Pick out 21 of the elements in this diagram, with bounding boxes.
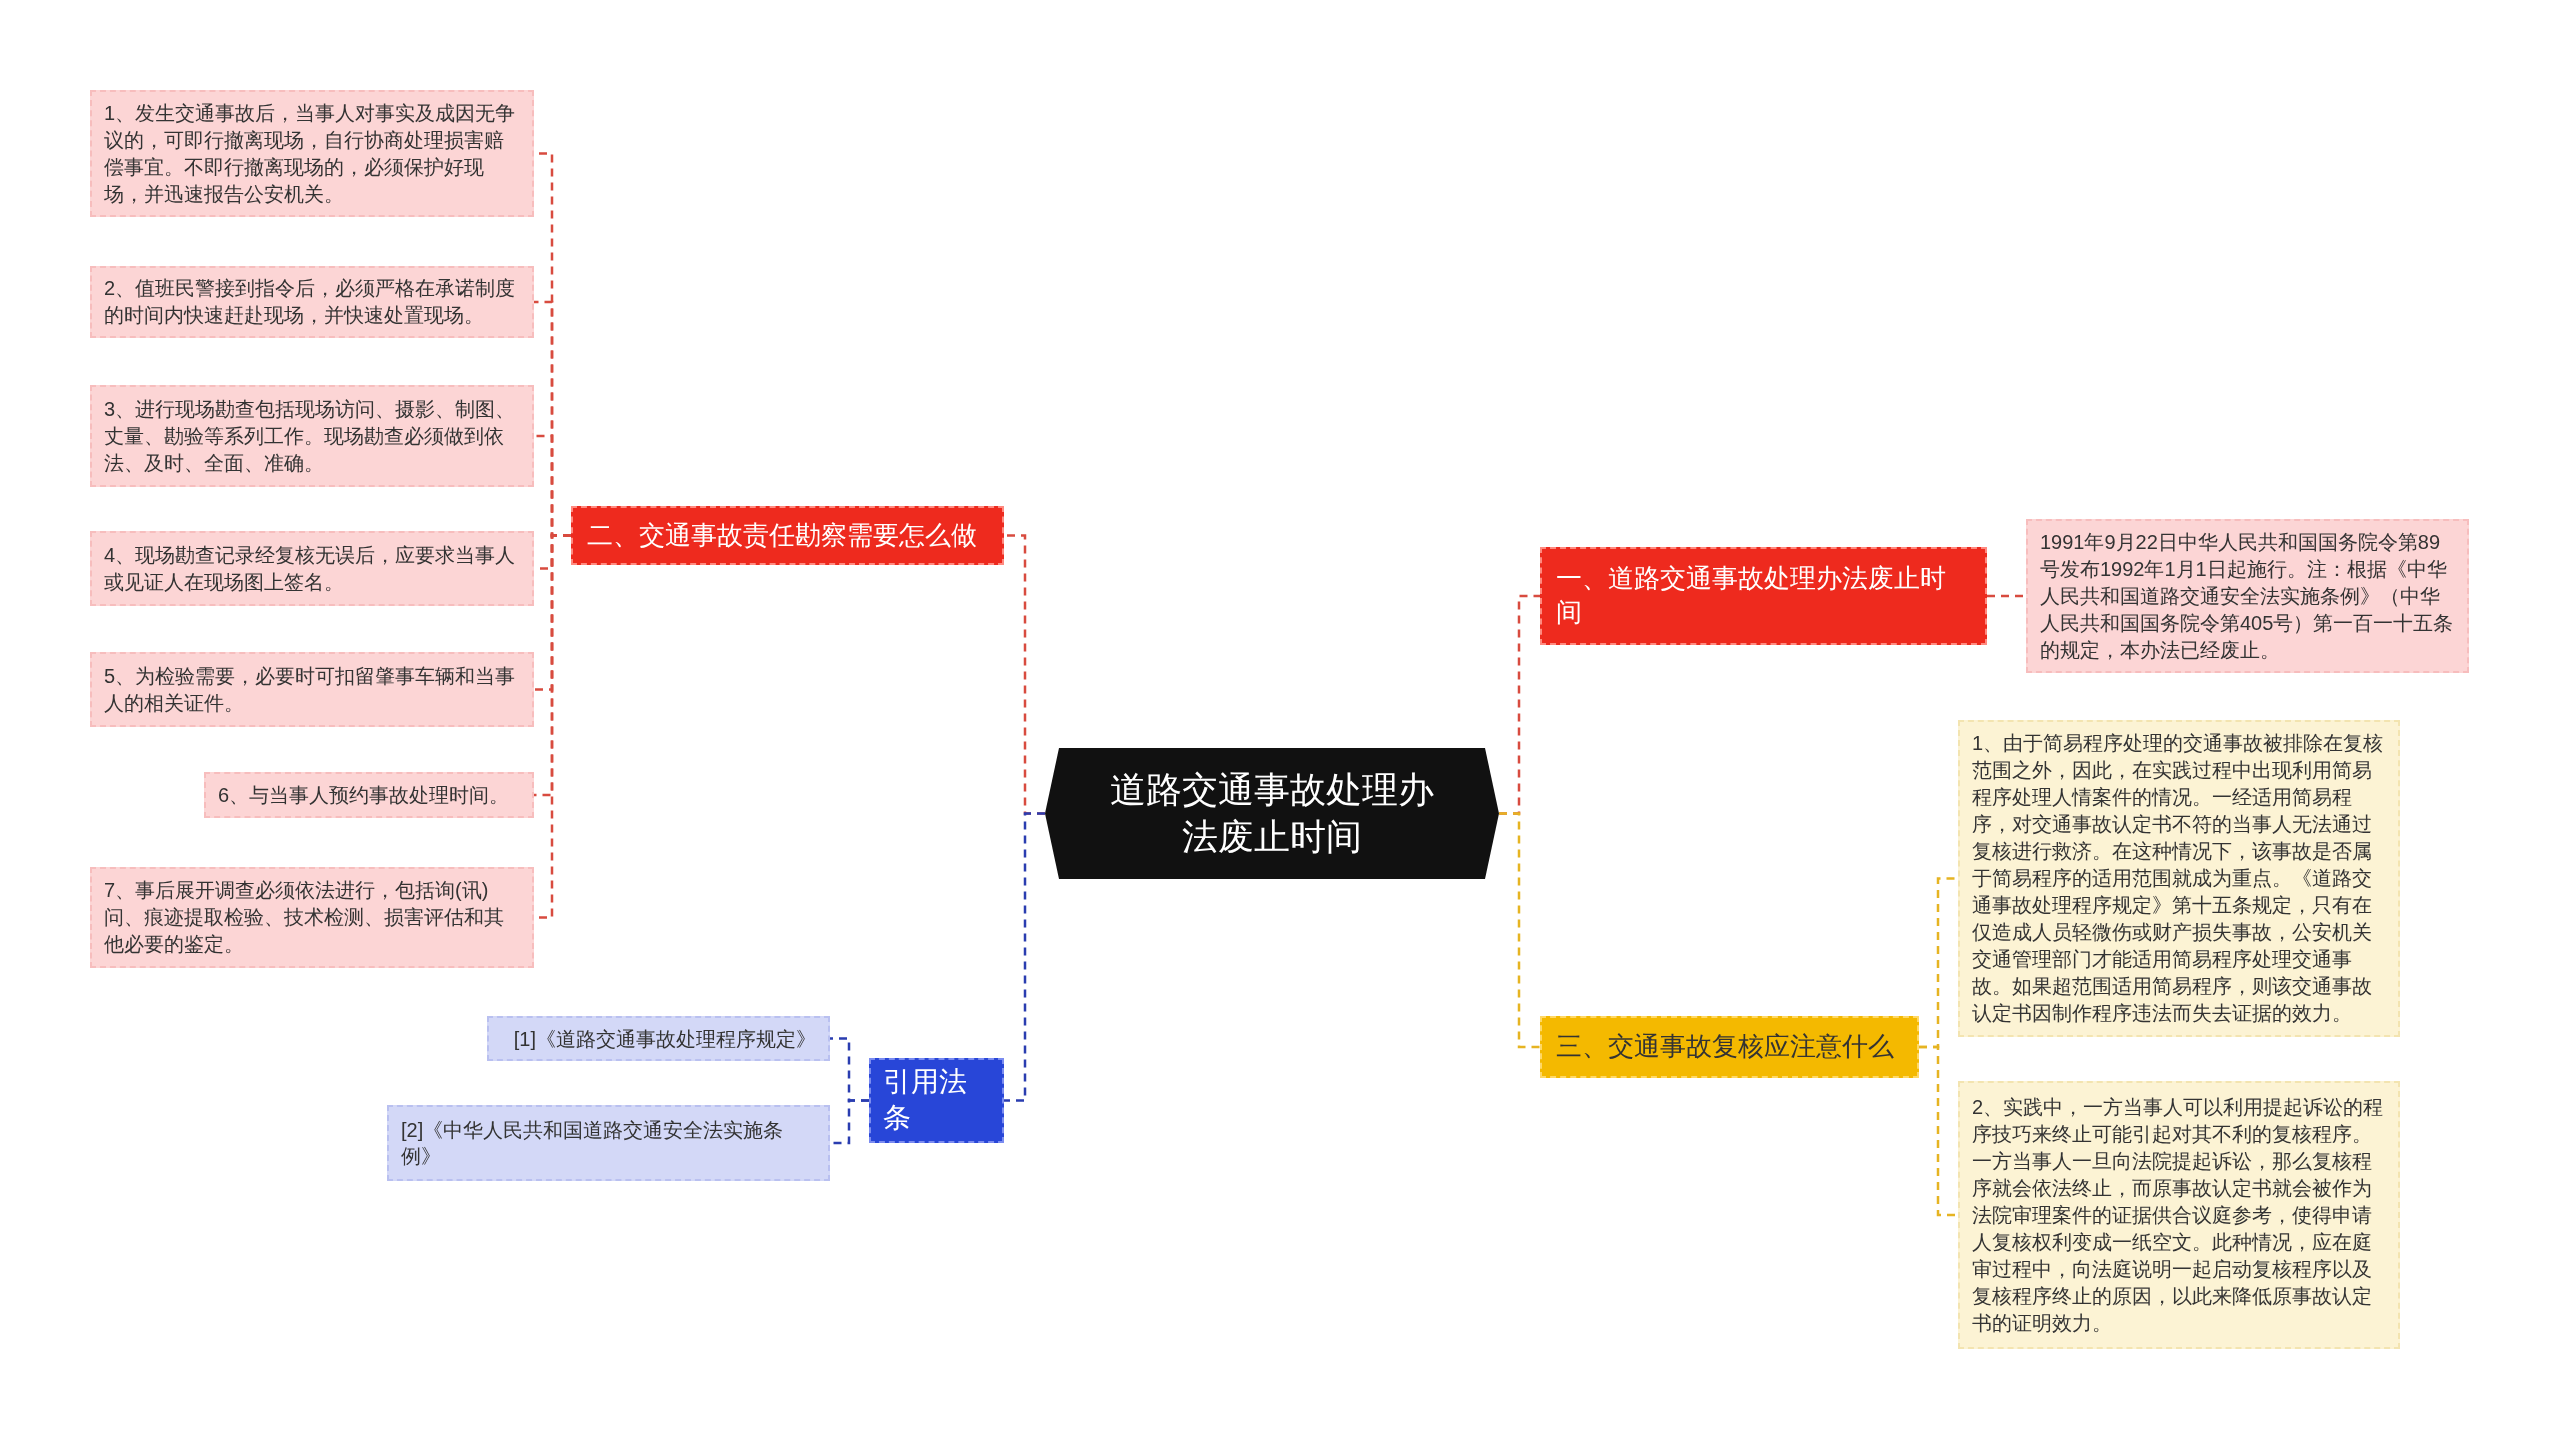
note-box: 2、实践中，一方当事人可以利用提起诉讼的程序技巧来终止可能引起对其不利的复核程序。一方当事人一旦向法院提起诉讼，那么复核程序就会依法终止，而原事故认定书就会被作为法院审理案件的证据供合议庭参考，使得申请人复核权利变成一纸空文。此种情况，应在庭审过程中，向法庭说明一起启动复核程序以及复核程序终止的原因，以此来降低原事故认定书的证明效力。 [1958, 1081, 2400, 1349]
topic-box: 二、交通事故责任勘察需要怎么做 [571, 506, 1004, 565]
note-box: 4、现场勘查记录经复核无误后，应要求当事人或见证人在现场图上签名。 [90, 531, 534, 606]
note-box: 1991年9月22日中华人民共和国国务院令第89号发布1992年1月1日起施行。注：根据《中华人民共和国道路交通安全法实施条例》（中华人民共和国国务院令第405号）第一百一十五条的规定，本办法已经废止。 [2026, 519, 2469, 673]
note-box: [2]《中华人民共和国道路交通安全法实施条例》 [387, 1105, 830, 1181]
note-box: [1]《道路交通事故处理程序规定》 [487, 1016, 830, 1061]
connector-line [1919, 1045, 1958, 1217]
connector-line [1499, 812, 1540, 1049]
note-box: 2、值班民警接到指令后，必须严格在承诺制度的时间内快速赶赴现场，并快速处置现场。 [90, 266, 534, 338]
note-box: 7、事后展开调查必须依法进行，包括询(讯)问、痕迹提取检验、技术检测、损害评估和其他必要的鉴定。 [90, 867, 534, 968]
note-box: 1、发生交通事故后，当事人对事实及成因无争议的，可即行撤离现场，自行协商处理损害赔偿事宜。不即行撤离现场的，必须保护好现场，并迅速报告公安机关。 [90, 90, 534, 217]
topic-box: 三、交通事故复核应注意什么 [1540, 1016, 1919, 1078]
note-box: 3、进行现场勘查包括现场访问、摄影、制图、丈量、勘验等系列工作。现场勘查必须做到依法、及时、全面、准确。 [90, 385, 534, 487]
note-box: 6、与当事人预约事故处理时间。 [204, 772, 534, 818]
central-topic: 道路交通事故处理办法废止时间 [1045, 748, 1499, 879]
note-box: 1、由于简易程序处理的交通事故被排除在复核范围之外，因此，在实践过程中出现利用简易程序处理人情案件的情况。一经适用简易程序，对交通事故认定书不符的当事人无法通过复核进行救济。在这种情况下，该事故是否属于简易程序的适用范围就成为重点。《道路交通事故处理程序规定》第十五条规定，只有在仅造成人员轻微伤或财产损失事故，公安机关交通管理部门才能适用简易程序处理交通事故。如果超范围适用简易程序，则该交通事故认定书因制作程序违法而失去证据的效力。 [1958, 720, 2400, 1037]
topic-box: 一、道路交通事故处理办法废止时间 [1540, 547, 1987, 645]
topic-box: 引用法条 [869, 1058, 1004, 1143]
note-box: 5、为检验需要，必要时可扣留肇事车辆和当事人的相关证件。 [90, 652, 534, 727]
connector-line [1987, 594, 2026, 598]
connector-line [1004, 812, 1045, 1102]
